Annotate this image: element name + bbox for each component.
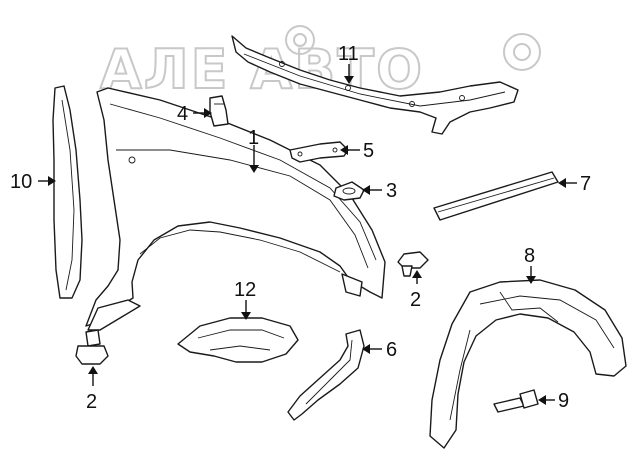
callout-2-lower: 2 <box>86 391 97 413</box>
callout-6: 6 <box>386 339 397 361</box>
part-10-fender-insulator <box>52 85 83 299</box>
leader-lines <box>38 64 577 405</box>
callout-7: 7 <box>580 173 591 195</box>
callout-10: 10 <box>10 171 32 193</box>
part-9-push-pin <box>493 389 539 413</box>
callout-9: 9 <box>558 390 569 412</box>
callout-4: 4 <box>177 103 188 125</box>
watermark-gear-icon <box>285 25 541 71</box>
part-5-bracket <box>289 141 349 163</box>
part-8-wheelhouse-liner <box>429 279 627 449</box>
callout-11: 11 <box>338 43 359 65</box>
watermark-logo: АЛЕ АВТО <box>99 25 541 102</box>
callout-1: 1 <box>248 127 259 149</box>
callout-12: 12 <box>234 279 256 301</box>
part-7-molding <box>433 171 559 221</box>
callout-5: 5 <box>363 140 374 162</box>
callout-3: 3 <box>386 180 397 202</box>
part-2-bolt-lower <box>75 329 109 365</box>
callout-labels: 1 2 2 3 4 5 6 7 8 9 10 11 12 <box>10 43 591 413</box>
part-11-support-bracket <box>231 35 519 135</box>
part-2-bolt-upper <box>397 251 429 277</box>
callout-8: 8 <box>524 245 535 267</box>
part-3-retainer <box>333 181 365 201</box>
part-1-front-fender <box>85 87 386 331</box>
part-12-splash-shield <box>177 317 299 363</box>
callout-2-upper: 2 <box>410 289 421 311</box>
part-6-support-arm <box>287 329 365 421</box>
